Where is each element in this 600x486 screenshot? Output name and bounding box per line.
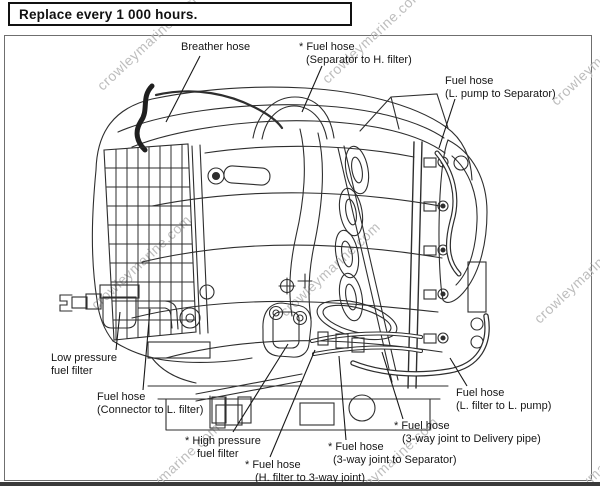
leader-lfilter-to-lpump xyxy=(449,357,468,387)
label-fuel-hose-separator-to-hfilter: * Fuel hose (Separator to H. filter) xyxy=(299,41,412,66)
page-edge xyxy=(0,482,600,486)
leader-hfilter-to-3way xyxy=(269,349,316,458)
breather-hose-part xyxy=(134,83,155,153)
leader-breather xyxy=(165,55,201,123)
label-fuel-hose-lfilter-to-lpump: Fuel hose (L. filter to L. pump) xyxy=(456,387,552,412)
label-fuel-hose-connector-to-lfilter: Fuel hose (Connector to L. filter) xyxy=(97,391,204,416)
label-breather-hose: Breather hose xyxy=(181,41,251,53)
leader-lpump-to-sep xyxy=(438,98,456,149)
title-box: Replace every 1 000 hours. xyxy=(8,2,352,26)
label-high-pressure-fuel-filter: * High pressure fuel filter xyxy=(185,435,261,460)
label-fuel-hose-3way-to-separator: * Fuel hose (3-way joint to Separator) xyxy=(328,441,457,466)
label-low-pressure-fuel-filter: Low pressure fuel filter xyxy=(51,352,118,377)
leader-3way-to-sep xyxy=(338,355,347,441)
diagram-frame xyxy=(4,35,592,481)
leader-lines xyxy=(115,55,468,458)
leader-high-pressure xyxy=(232,343,289,433)
leader-connector-to-lfilter xyxy=(142,308,151,391)
three-way-joint xyxy=(317,331,365,353)
low-pressure-filter-part xyxy=(59,284,179,330)
engine-line-art xyxy=(59,83,490,431)
label-fuel-hose-hfilter-to-3way: * Fuel hose (H. filter to 3-way joint) xyxy=(245,459,366,484)
leader-low-pressure xyxy=(115,311,121,351)
high-pressure-filter-part xyxy=(262,302,312,358)
label-fuel-hose-3way-to-delivery: * Fuel hose (3-way joint to Delivery pip… xyxy=(394,420,541,445)
fuel-rail xyxy=(407,141,449,389)
flywheel-grid xyxy=(103,143,209,341)
intake-runners xyxy=(334,145,370,322)
label-fuel-hose-lpump-to-separator: Fuel hose (L. pump to Separator) xyxy=(445,75,556,100)
page-title: Replace every 1 000 hours. xyxy=(19,6,198,22)
leader-sep-to-hfilter xyxy=(301,65,323,113)
leader-3way-to-delivery xyxy=(381,351,404,420)
